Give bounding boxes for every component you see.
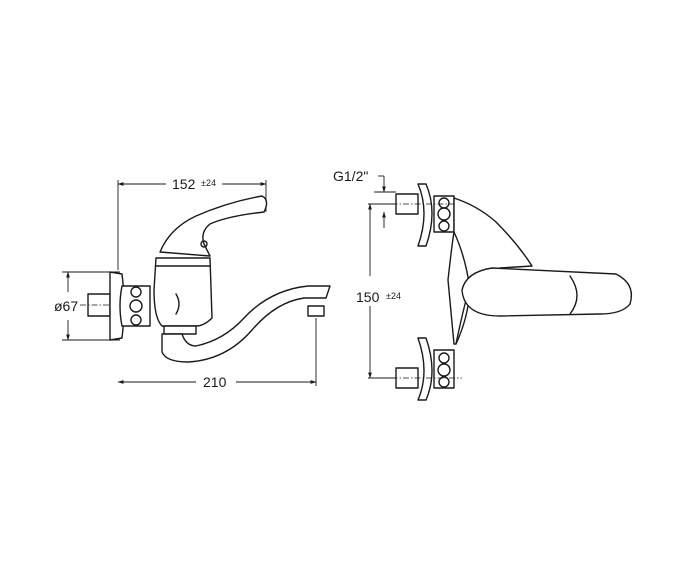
reach-dimension: 210 [117, 318, 317, 390]
diameter-dimension: ø67 [54, 271, 120, 341]
center-dim-tolerance: ±24 [386, 291, 401, 301]
top-inlet [380, 183, 462, 247]
side-view: 152 ±24 ø67 [54, 176, 331, 390]
width-dim-tolerance: ±24 [201, 178, 216, 188]
thread-dim-value: G1/2" [333, 168, 368, 184]
width-dim-value: 152 [172, 176, 196, 192]
front-handle-lever [461, 267, 633, 317]
spout-aerator [307, 305, 325, 317]
reach-dim-value: 210 [203, 374, 227, 390]
bottom-inlet [380, 337, 462, 401]
spout [161, 285, 331, 363]
center-dim-value: 150 [356, 289, 380, 305]
width-dimension: 152 ±24 [117, 176, 267, 270]
connector-nut [119, 285, 151, 327]
mixer-body [153, 257, 213, 327]
diameter-dim-value: ø67 [54, 298, 78, 314]
front-view: G1/2" 150 ±24 [333, 168, 633, 401]
handle-lever [159, 195, 268, 257]
thread-dimension: G1/2" [333, 168, 396, 228]
center-distance-dimension: 150 ±24 [356, 203, 401, 379]
